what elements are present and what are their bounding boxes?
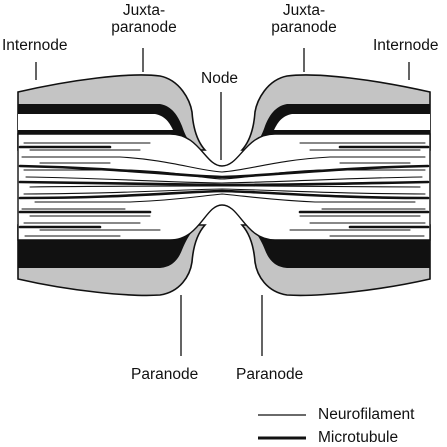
legend-neurofilament-label: Neurofilament xyxy=(318,406,415,423)
axon xyxy=(17,133,431,241)
label-internode-right: Internode xyxy=(373,37,439,54)
label-juxtaparanode-left-line1: Juxta- xyxy=(122,2,166,19)
legend xyxy=(258,414,306,440)
label-juxtaparanode-right: Juxta- paranode xyxy=(263,2,345,36)
myelin-white-band xyxy=(18,114,173,130)
label-paranode-right: Paranode xyxy=(236,366,304,383)
axon-membrane xyxy=(17,133,431,241)
microtubule-lines xyxy=(18,145,430,229)
label-paranode-left: Paranode xyxy=(131,366,199,383)
myelin-white-band xyxy=(274,114,430,130)
label-juxtaparanode-right-line2: paranode xyxy=(271,19,337,36)
label-internode-left: Internode xyxy=(2,37,68,54)
legend-microtubule-label: Microtubule xyxy=(318,429,399,446)
leader-lines xyxy=(35,48,410,356)
label-juxtaparanode-left-line2: paranode xyxy=(111,19,177,36)
label-juxtaparanode-right-line1: Juxta- xyxy=(282,2,326,19)
label-juxtaparanode-left: Juxta- paranode xyxy=(103,2,185,36)
label-node: Node xyxy=(201,70,239,87)
